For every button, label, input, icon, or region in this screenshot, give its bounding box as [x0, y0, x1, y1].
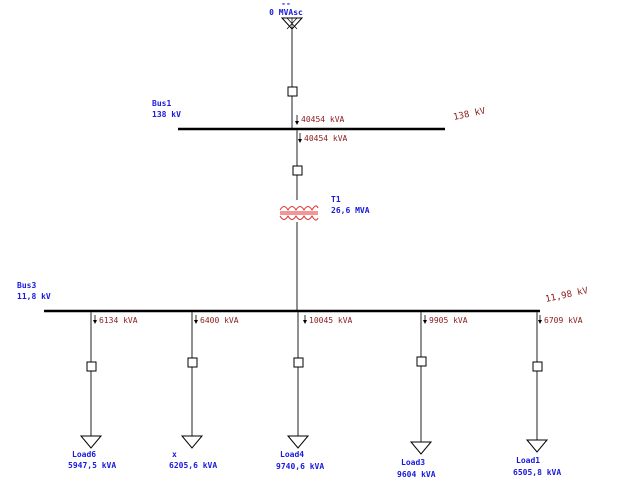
feeder-flow: 6400 kVA — [200, 316, 239, 325]
arrow-down-icon — [295, 115, 299, 125]
bus3-voltage: 11,98 kV — [545, 286, 590, 305]
bus1-flow-in: 40454 kVA — [301, 115, 345, 124]
arrow-down-icon — [303, 315, 307, 324]
feeder-load3[interactable]: 9905 kVA Load3 9604 kVA — [397, 312, 468, 479]
breaker-icon[interactable] — [532, 361, 543, 372]
load-triangle-icon — [79, 435, 103, 449]
load-triangle-icon — [180, 435, 204, 449]
feeder-flow: 6134 kVA — [99, 316, 138, 325]
feeder-flow: 6709 kVA — [544, 316, 583, 325]
feeder-load4[interactable]: 10045 kVA Load4 9740,6 kVA — [276, 312, 353, 471]
breaker-icon[interactable] — [292, 165, 303, 176]
load-name: x — [172, 450, 177, 459]
breaker-icon[interactable] — [416, 356, 427, 367]
bus1-voltage: 138 kV — [453, 106, 487, 123]
bus1-flow-out: 40454 kVA — [304, 134, 348, 143]
breaker-icon[interactable] — [86, 361, 97, 372]
load-triangle-icon — [409, 441, 433, 455]
source-rating: 0 MVAsc — [269, 8, 303, 17]
load-name: Load1 — [516, 456, 540, 465]
load-triangle-icon — [286, 435, 310, 449]
feeder-x[interactable]: 6400 kVA x 6205,6 kVA — [169, 312, 239, 470]
transformer-rating: 26,6 MVA — [331, 206, 370, 215]
load-name: Load4 — [280, 450, 304, 459]
feeder-flow: 10045 kVA — [309, 316, 353, 325]
load-rating: 9740,6 kVA — [276, 462, 324, 471]
arrow-down-icon — [194, 315, 198, 324]
load-rating: 6205,6 kVA — [169, 461, 217, 470]
feeder-load6[interactable]: 6134 kVA Load6 5947,5 kVA — [68, 312, 138, 470]
load-rating: 5947,5 kVA — [68, 461, 116, 470]
transformer-t1[interactable]: T1 26,6 MVA — [279, 195, 370, 221]
utility-source[interactable]: -- 0 MVAsc — [269, 0, 304, 30]
load-name: Load3 — [401, 458, 425, 467]
arrow-down-icon — [93, 315, 97, 324]
transformer-coil-icon — [279, 205, 319, 221]
bus3-name: Bus3 — [17, 281, 36, 290]
bus3-nominal: 11,8 kV — [17, 292, 51, 301]
load-name: Load6 — [72, 450, 96, 459]
bus1-name: Bus1 — [152, 99, 171, 108]
arrow-down-icon — [298, 133, 302, 143]
transformer-name: T1 — [331, 195, 341, 204]
arrow-down-icon — [423, 315, 427, 324]
breaker-icon[interactable] — [187, 357, 198, 368]
breaker-icon[interactable] — [287, 86, 298, 97]
utility-grid-icon — [280, 17, 304, 30]
load-triangle-icon — [525, 439, 549, 453]
feeder-load1[interactable]: 6709 kVA Load1 6505,8 kVA — [513, 312, 583, 477]
feeder-flow: 9905 kVA — [429, 316, 468, 325]
arrow-down-icon — [538, 315, 542, 324]
bus1-nominal: 138 kV — [152, 110, 181, 119]
load-rating: 6505,8 kVA — [513, 468, 561, 477]
source-name: -- — [281, 0, 291, 8]
load-rating: 9604 kVA — [397, 470, 436, 479]
breaker-icon[interactable] — [293, 357, 304, 368]
